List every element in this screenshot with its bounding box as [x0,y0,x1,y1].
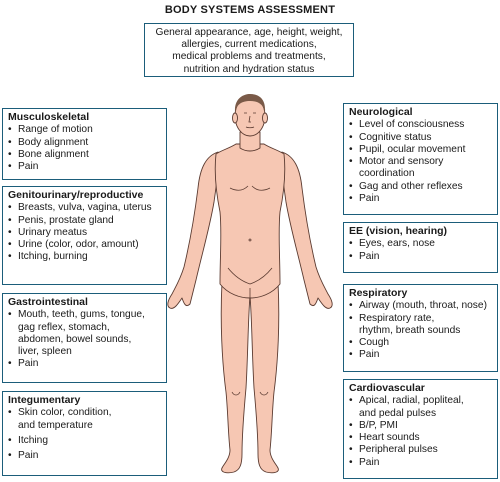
respiratory-heading: Respiratory [349,287,408,299]
left-arm [167,151,221,309]
list-item: Pain [349,457,494,470]
list-item: Motor and sensory coordination [349,156,494,181]
cardiovascular-heading: Cardiovascular [349,382,425,394]
respiratory-box: Respiratory Airway (mouth, throat, nose)… [343,284,498,372]
list-item: Pain [8,450,163,463]
list-item: Urine (color, odor, amount) [8,239,163,252]
neck [239,131,261,152]
list-item: Penis, prostate gland [8,215,163,228]
list-item: Pain [349,251,494,264]
list-item-line: and pedal pulses [359,407,437,419]
right-leg [249,281,280,474]
list-item: Itching, burning [8,251,163,264]
list-item-line: coordination [359,168,415,180]
hair [234,94,266,112]
human-body-figure [167,94,333,474]
list-item: Pain [8,161,163,174]
gastrointestinal-heading: Gastrointestinal [8,296,88,308]
list-item: Mouth, teeth, gums, tongue, gag reflex, … [8,309,163,358]
list-item: Peripheral pulses [349,444,494,457]
list-item: Pupil, ocular movement [349,144,494,157]
list-item-line: Apical, radial, popliteal, [359,395,464,407]
diagram-title: BODY SYSTEMS ASSESSMENT [164,4,336,16]
list-item-line: liver, spleen [18,346,72,358]
right-arm [279,151,333,309]
list-item-line: Mouth, teeth, gums, tongue, [18,309,145,321]
list-item-line: abdomen, bowel sounds, [18,333,132,345]
list-item: Breasts, vulva, vagina, uterus [8,202,163,215]
integumentary-heading: Integumentary [8,394,81,406]
list-item: Heart sounds [349,432,494,445]
list-item: Pain [8,358,163,371]
torso [214,143,286,299]
list-item: Respiratory rate, rhythm, breath sounds [349,313,494,338]
genitourinary-heading: Genitourinary/reproductive [8,189,144,201]
list-item: Cough [349,337,494,350]
list-item-line: Respiratory rate, [359,312,435,324]
list-item: Apical, radial, popliteal, and pedal pul… [349,395,494,420]
cardiovascular-box: Cardiovascular Apical, radial, popliteal… [343,379,498,479]
musculoskeletal-box: Musculoskeletal Range of motion Body ali… [2,108,167,180]
list-item: Airway (mouth, throat, nose) [349,300,494,313]
list-item: Urinary meatus [8,227,163,240]
list-item: Pain [349,349,494,362]
list-item-line: Skin color, condition, [18,407,112,419]
general-assessment-box: General appearance, age, height, weight,… [144,23,354,77]
list-item: Body alignment [8,137,163,150]
list-item: Gag and other reflexes [349,181,494,194]
list-item-line: and temperature [18,419,93,431]
musculoskeletal-heading: Musculoskeletal [8,111,90,123]
integumentary-box: Integumentary Skin color, condition, and… [2,391,167,476]
ee-heading: EE (vision, hearing) [349,225,448,237]
general-line: allergies, current medications, [181,39,317,51]
list-item-line: Motor and sensory [359,156,444,168]
list-item: Level of consciousness [349,119,494,132]
neurological-heading: Neurological [349,106,413,118]
general-line: General appearance, age, height, weight, [155,27,343,38]
list-item: Skin color, condition, and temperature [8,407,163,432]
list-item-line: gag reflex, stomach, [18,321,110,333]
list-item: Pain [349,193,494,206]
general-line: nutrition and hydration status [183,63,315,75]
list-item-line: rhythm, breath sounds [359,324,461,336]
list-item: B/P, PMI [349,420,494,433]
gastrointestinal-box: Gastrointestinal Mouth, teeth, gums, ton… [2,293,167,383]
list-item: Cognitive status [349,132,494,145]
list-item: Eyes, ears, nose [349,238,494,251]
ee-box: EE (vision, hearing) Eyes, ears, nose Pa… [343,222,498,273]
neurological-box: Neurological Level of consciousness Cogn… [343,103,498,215]
left-leg [220,281,251,474]
list-item: Bone alignment [8,149,163,162]
list-item: Range of motion [8,124,163,137]
genitourinary-box: Genitourinary/reproductive Breasts, vulv… [2,186,167,285]
list-item: Itching [8,435,163,448]
general-line: medical problems and treatments, [172,51,326,63]
